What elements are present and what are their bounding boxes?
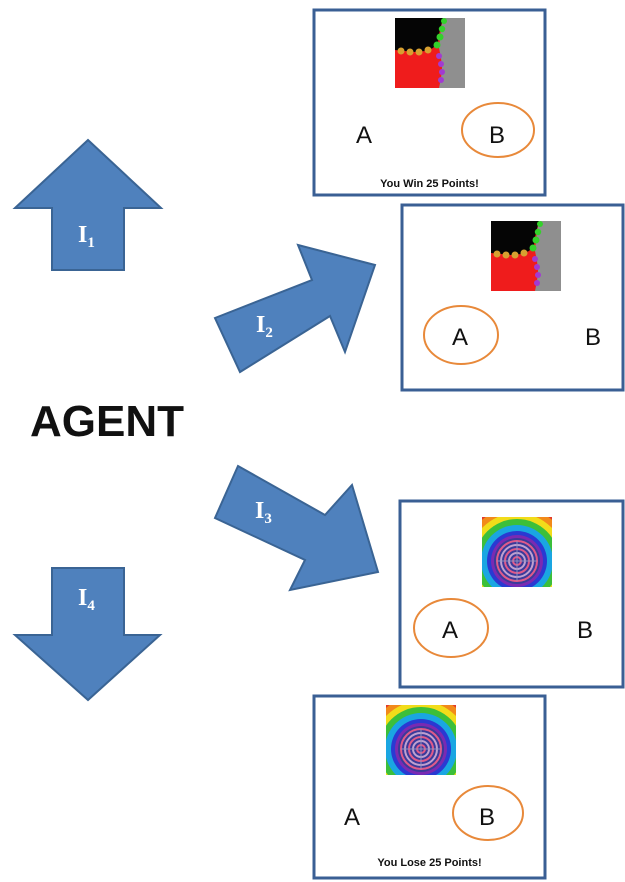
svg-text:I3: I3 (255, 498, 272, 527)
selection-circle (452, 785, 524, 841)
agent-label: AGENT (30, 397, 184, 446)
fractal-stimulus-image (491, 221, 561, 291)
arrow-i3-label: I (255, 498, 264, 524)
arrow-i3-subscript: 3 (264, 511, 272, 527)
arrow-i1-subscript: 1 (87, 235, 95, 251)
selection-circle (413, 598, 489, 658)
feedback-win-text: You Win 25 Points! (380, 178, 479, 190)
arrow-i2-label: I (256, 312, 265, 338)
fractal-stimulus-image (395, 18, 465, 88)
choice-b-label: B (479, 804, 495, 831)
arrow-i1-label: I (78, 222, 87, 248)
choice-b-label: B (489, 122, 505, 149)
svg-text:I4: I4 (78, 585, 95, 614)
choice-a-label: A (356, 122, 372, 149)
arrow-i2: I2 (213, 243, 377, 374)
trial-panel-rings-choose-a: A B (398, 499, 625, 689)
svg-text:I2: I2 (256, 312, 273, 341)
choice-b-label: B (577, 617, 593, 644)
feedback-lose-text: You Lose 25 Points! (377, 857, 481, 869)
arrow-i4-label: I (78, 585, 87, 611)
svg-text:I1: I1 (78, 222, 95, 251)
choice-a-label: A (452, 324, 468, 351)
trial-panel-lose: A B You Lose 25 Points! (312, 689, 547, 880)
arrow-i4: I4 (12, 567, 163, 702)
arrow-i3: I3 (213, 464, 380, 592)
choice-b-label: B (585, 324, 601, 351)
choice-a-label: A (344, 804, 360, 831)
selection-circle (461, 102, 535, 158)
trial-panel-choose-a: A B (400, 203, 625, 392)
trial-panel-win: A B You Win 25 Points! (312, 8, 547, 197)
selection-circle (423, 305, 499, 365)
choice-a-label: A (442, 617, 458, 644)
arrow-i1: I1 (12, 138, 164, 271)
arrow-i4-subscript: 4 (87, 598, 95, 614)
arrow-i2-subscript: 2 (265, 325, 273, 341)
